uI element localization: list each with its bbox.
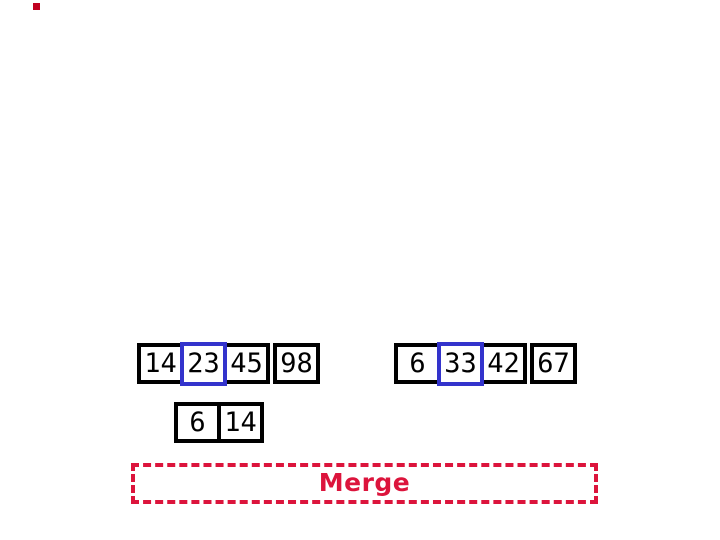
array-cell: 45 [223,343,270,384]
right-subarray: 6 33 42 67 [394,341,577,386]
array-cell-highlighted: 23 [180,341,227,386]
merge-step-label: Merge [318,468,411,497]
array-cell: 98 [273,343,320,384]
array-cell: 6 [394,343,441,384]
array-cell: 14 [217,402,264,443]
array-cell: 42 [480,343,527,384]
array-cell: 14 [137,343,184,384]
left-subarray: 14 23 45 98 [137,341,320,386]
red-square-marker [33,3,40,10]
array-cell: 6 [174,402,221,443]
merge-step-box: Merge [131,463,598,504]
merged-subarray: 6 14 [174,402,264,443]
array-cell-highlighted: 33 [437,341,484,386]
array-cell: 67 [530,343,577,384]
